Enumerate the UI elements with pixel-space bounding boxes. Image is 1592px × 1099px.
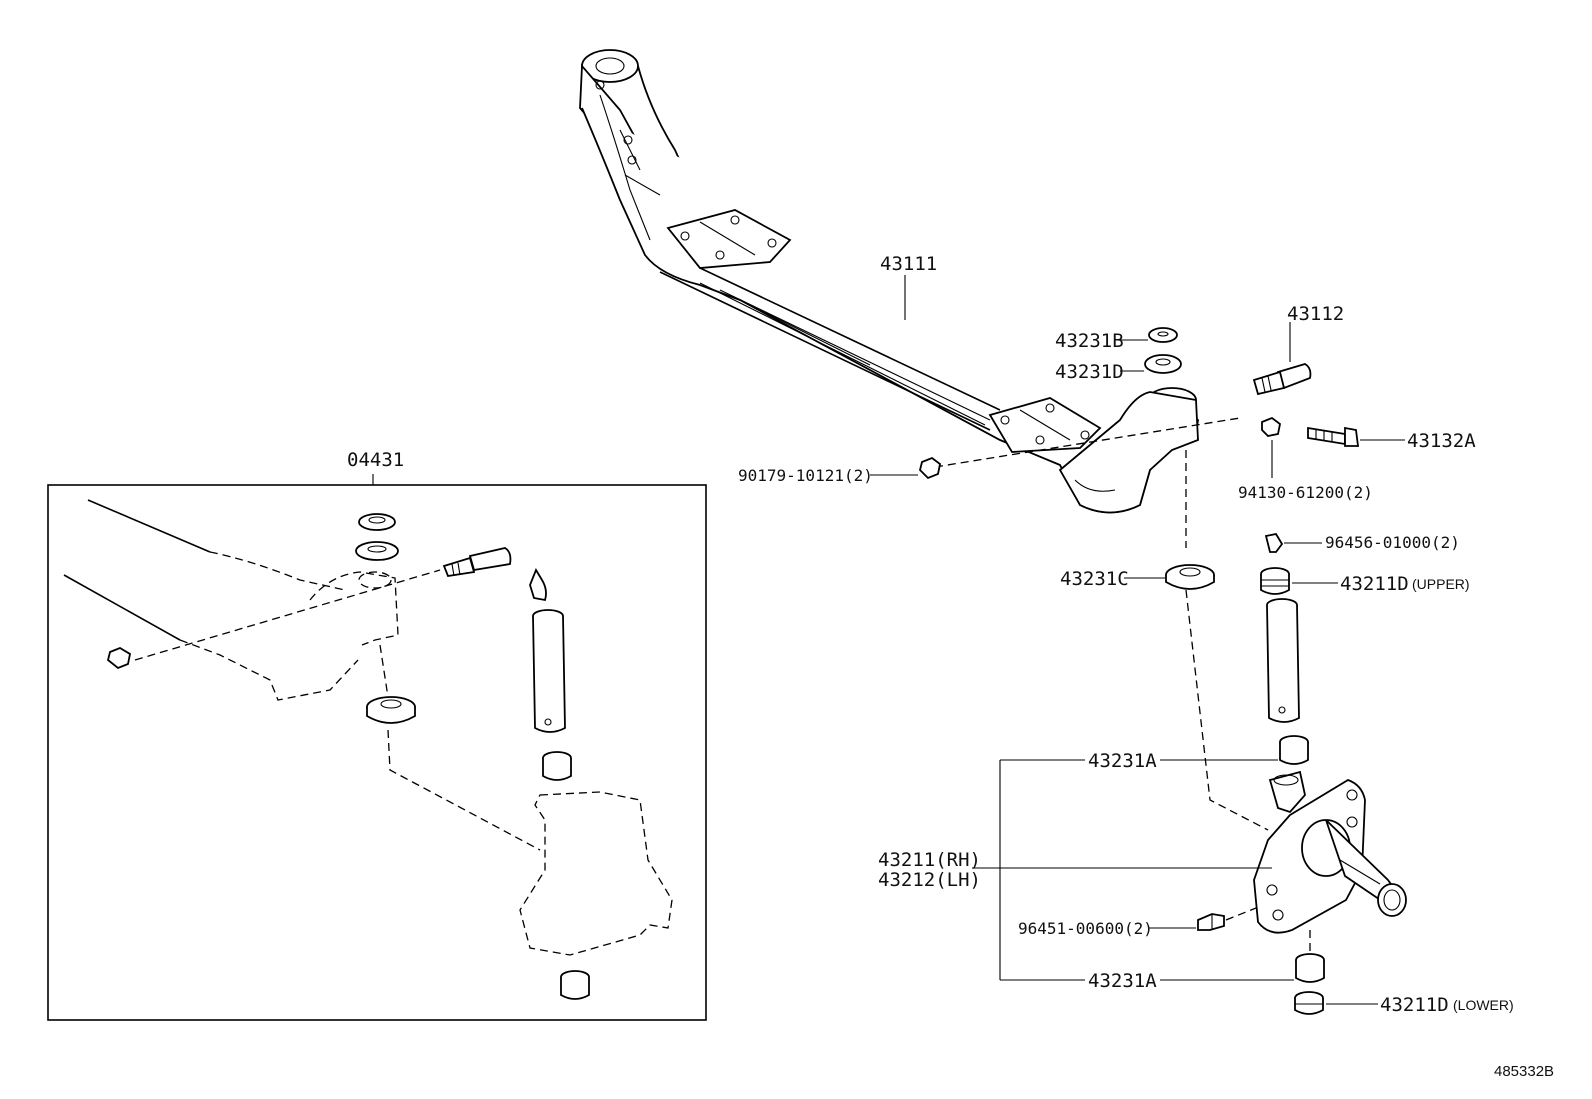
plug-96451 [1197,913,1225,931]
bolt-43132a [1307,426,1360,447]
bushing-43231a-top [1279,735,1309,765]
label-43212-lh: 43212(LH) [878,869,981,891]
label-43132a: 43132A [1407,430,1476,452]
washer-43231b [1148,327,1178,343]
label-96451: 96451-00600(2) [1018,919,1153,938]
axle-beam-drawing [579,49,1199,514]
label-43111: 43111 [880,253,937,275]
label-43231a-top: 43231A [1088,750,1157,772]
diagram-reference-number: 485332B [1494,1063,1554,1080]
grease-fitting-96456 [1264,532,1284,553]
label-43112: 43112 [1287,303,1344,325]
tag-upper: (UPPER) [1412,576,1470,592]
bushing-43211d-lower [1294,991,1324,1015]
nut-94130 [1261,416,1281,437]
washer-43231d [1144,354,1182,374]
label-43231c: 43231C [1060,568,1129,590]
label-43211d-lower: 43211D [1380,994,1449,1016]
king-pin-right [1266,598,1300,723]
label-94130: 94130-61200(2) [1238,483,1373,502]
steering-knuckle [1253,770,1407,934]
callout-bracket [972,759,1294,981]
seal-43231c [1165,564,1215,590]
label-43231b: 43231B [1055,330,1124,352]
kit-box [47,484,707,1021]
label-96456: 96456-01000(2) [1325,533,1460,552]
nut-90179 [919,456,941,480]
tag-lower: (LOWER) [1453,997,1514,1013]
bushing-43231a-bottom [1295,953,1325,983]
pin-43112 [1252,363,1312,396]
bushing-43211d-upper [1260,567,1290,595]
kit-contents-drawing [63,499,673,1000]
label-43211d-upper: 43211D [1340,573,1409,595]
label-43231d: 43231D [1055,361,1124,383]
label-43231a-bottom: 43231A [1088,970,1157,992]
label-43211-rh: 43211(RH) [878,849,981,871]
label-90179: 90179-10121(2) [738,466,873,485]
label-04431: 04431 [347,449,404,471]
